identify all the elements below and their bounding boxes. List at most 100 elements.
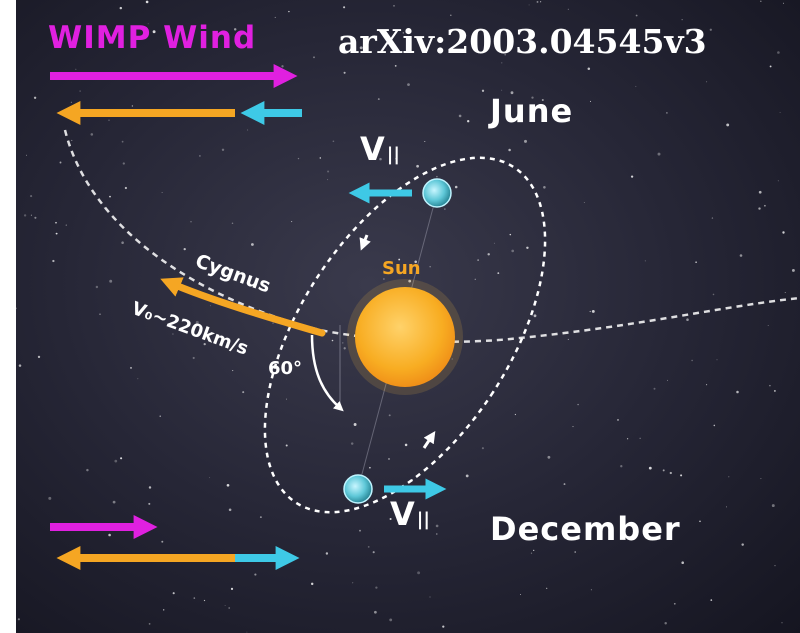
star: [281, 65, 284, 68]
star: [148, 502, 151, 505]
star: [591, 309, 595, 313]
star: [782, 2, 785, 4]
star: [481, 447, 484, 450]
star: [630, 175, 634, 178]
star: [680, 474, 683, 477]
star: [764, 204, 766, 207]
star: [777, 51, 780, 54]
star: [379, 157, 382, 161]
star: [669, 471, 672, 475]
star: [417, 571, 421, 575]
star: [771, 504, 775, 508]
star: [728, 476, 730, 478]
star: [530, 552, 533, 554]
v-parallel-label-june: V||: [360, 130, 400, 168]
star: [353, 423, 357, 426]
star: [648, 466, 652, 470]
star: [504, 53, 507, 56]
star: [424, 140, 426, 143]
star: [119, 6, 123, 10]
star: [233, 28, 237, 31]
star: [657, 152, 661, 156]
star: [319, 157, 322, 159]
star: [626, 438, 629, 440]
star: [736, 390, 739, 394]
star: [465, 474, 469, 478]
star: [226, 483, 230, 487]
star: [777, 180, 779, 182]
star: [635, 85, 637, 88]
star: [145, 0, 149, 4]
star: [501, 89, 503, 91]
star: [325, 552, 329, 555]
star: [375, 586, 378, 589]
star: [620, 465, 623, 468]
star: [124, 186, 128, 190]
star: [583, 202, 585, 203]
star: [34, 216, 37, 219]
star: [99, 313, 101, 316]
star: [442, 625, 445, 628]
star: [402, 32, 405, 34]
star: [497, 272, 500, 275]
star: [108, 533, 111, 537]
star: [699, 520, 701, 523]
star: [297, 157, 300, 160]
star: [183, 247, 186, 251]
star: [375, 144, 377, 147]
star: [372, 551, 375, 554]
star: [531, 96, 534, 99]
star: [148, 623, 151, 625]
star: [662, 469, 665, 472]
star: [706, 384, 708, 386]
star: [122, 162, 125, 165]
star: [666, 112, 668, 114]
star: [121, 241, 124, 244]
star: [590, 589, 592, 591]
star: [193, 597, 196, 599]
star: [572, 426, 574, 428]
star: [533, 314, 537, 318]
star: [539, 1, 542, 3]
star: [510, 91, 514, 95]
star: [589, 310, 591, 313]
star: [228, 508, 232, 512]
star: [574, 551, 576, 553]
star: [563, 483, 566, 486]
star: [359, 237, 362, 240]
star: [108, 119, 110, 122]
star: [247, 129, 249, 131]
star: [451, 358, 453, 360]
star: [709, 28, 712, 31]
star: [407, 83, 410, 86]
star: [713, 424, 716, 427]
star: [414, 260, 417, 264]
star: [681, 561, 684, 564]
star: [199, 155, 201, 157]
star: [436, 175, 438, 178]
star: [706, 81, 708, 83]
star: [589, 100, 592, 102]
star: [352, 582, 354, 584]
star: [450, 14, 452, 17]
angle-label: 60°: [268, 358, 303, 379]
star: [59, 161, 62, 164]
star: [388, 414, 391, 417]
star: [209, 477, 211, 479]
orbit-direction-arrow-upper: [359, 234, 371, 251]
star: [695, 261, 697, 264]
star: [567, 8, 569, 10]
cygnus-arrow: [160, 277, 326, 337]
sun-label: Sun: [382, 258, 421, 279]
star: [259, 516, 262, 519]
star: [367, 546, 370, 548]
star: [664, 621, 667, 625]
star: [192, 356, 195, 360]
star: [543, 186, 546, 189]
star: [546, 587, 548, 589]
star: [458, 114, 462, 118]
star: [394, 64, 397, 67]
star: [195, 320, 199, 324]
earth-december: [343, 474, 373, 504]
